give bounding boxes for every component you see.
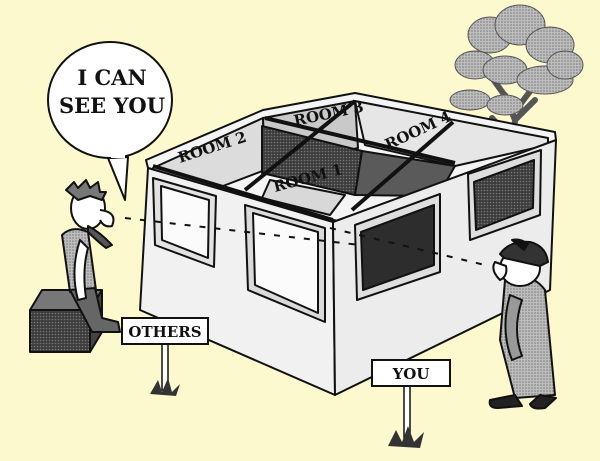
window-room-4 [354,193,441,301]
window-room-2 [152,177,217,268]
room-house [139,92,557,396]
you-sign: YOU [371,359,451,448]
you-sign-board [371,359,451,387]
others-sign: OTHERS [121,317,209,396]
you-person [488,238,557,410]
speech-bubble: I CAN SEE YOU [47,41,173,201]
you-sight-line [329,227,486,266]
window-room-3 [467,149,542,241]
speech-line-2: SEE YOU [59,93,165,118]
others-sign-board [121,317,209,345]
others-sight-line [124,217,361,246]
you-sign-label: YOU [392,365,430,383]
tree [449,4,584,178]
others-person [29,179,121,353]
speech-line-1: I CAN [77,65,146,90]
others-sign-label: OTHERS [128,323,201,341]
